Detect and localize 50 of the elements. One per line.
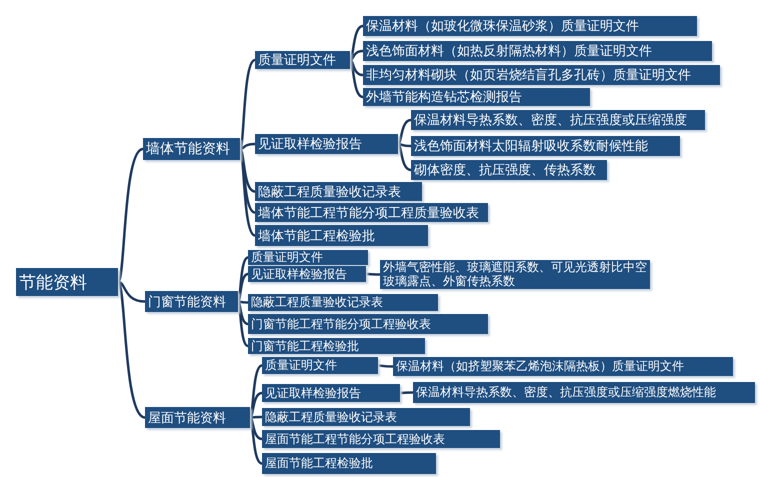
connector-line (249, 392, 262, 418)
topic-box: 墙体节能工程节能分项工程质量验收表 (255, 203, 488, 222)
topic-box: 屋面节能工程检验批 (262, 453, 436, 474)
connector-line (397, 118, 412, 145)
topic-box: 门窗节能资料 (145, 291, 238, 312)
topic-box: 浅色饰面材料太阳辐射吸收系数耐候性能 (411, 136, 680, 156)
topic-box: 质量证明文件 (248, 250, 368, 265)
connector-line (250, 416, 262, 419)
connector-line (378, 364, 393, 368)
topic-box: 门窗节能工程检验批 (248, 338, 425, 354)
connector-line (366, 272, 380, 276)
connector-line (118, 280, 146, 303)
topic-box: 隐蔽工程质量验收记录表 (255, 182, 422, 201)
topic-box: 保温材料（如玻化微珠保温砂浆）质量证明文件 (363, 16, 697, 36)
topic-box: 屋面节能工程节能分项工程验收表 (262, 430, 500, 448)
connector-line (116, 281, 146, 419)
topic-box: 非均匀材料砌块（如页岩烧结盲孔多孔砖）质量证明文件 (363, 65, 720, 85)
topic-box: 质量证明文件 (255, 51, 350, 69)
topic-box: 门窗节能工程节能分项工程验收表 (248, 314, 488, 334)
topic-box: 隐蔽工程质量验收记录表 (262, 408, 470, 426)
topic-box: 保温材料导热系数、密度、抗压强度或压缩强度 (411, 110, 705, 130)
topic-box: 质量证明文件 (262, 357, 378, 374)
connector-line (239, 148, 256, 193)
connector-line (349, 24, 364, 61)
connector-line (397, 143, 412, 172)
topic-box: 墙体节能工程检验批 (255, 225, 428, 246)
topic-box: 保温材料导热系数、密度、抗压强度或压缩强度燃烧性能 (413, 382, 755, 403)
connector-line (238, 300, 248, 304)
topic-box: 屋面节能资料 (145, 407, 250, 428)
topic-box: 外墙气密性能、玻璃遮阳系数、可见光透射比中空玻璃露点、外窗传热系数 (380, 260, 650, 289)
connector-line (237, 300, 248, 326)
connector-line (238, 58, 256, 150)
topic-box: 浅色饰面材料（如热反射隔热材料）质量证明文件 (363, 41, 712, 61)
topic-box: 保温材料（如挤塑聚苯乙烯泡沫隔热板）质量证明文件 (393, 357, 733, 376)
topic-box: 墙体节能资料 (143, 138, 240, 160)
connector-line (349, 58, 364, 76)
connector-line (116, 148, 144, 283)
connector-line (400, 391, 413, 394)
topic-box: 隐蔽工程质量验收记录表 (248, 294, 438, 311)
topic-box: 见证取样检验报告 (248, 266, 366, 282)
topic-box: 见证取样检验报告 (255, 134, 398, 154)
connector-line (398, 142, 412, 148)
topic-box: 见证取样检验报告 (262, 384, 400, 402)
connector-line (249, 416, 262, 440)
connector-line (350, 50, 364, 62)
root-box: 节能资料 (16, 268, 118, 296)
topic-box: 外墙节能构造钻芯检测报告 (363, 88, 590, 106)
topic-box: 砌体密度、抗压强度、传热系数 (411, 160, 607, 180)
connector-line (240, 142, 256, 150)
connector-line (237, 272, 248, 302)
